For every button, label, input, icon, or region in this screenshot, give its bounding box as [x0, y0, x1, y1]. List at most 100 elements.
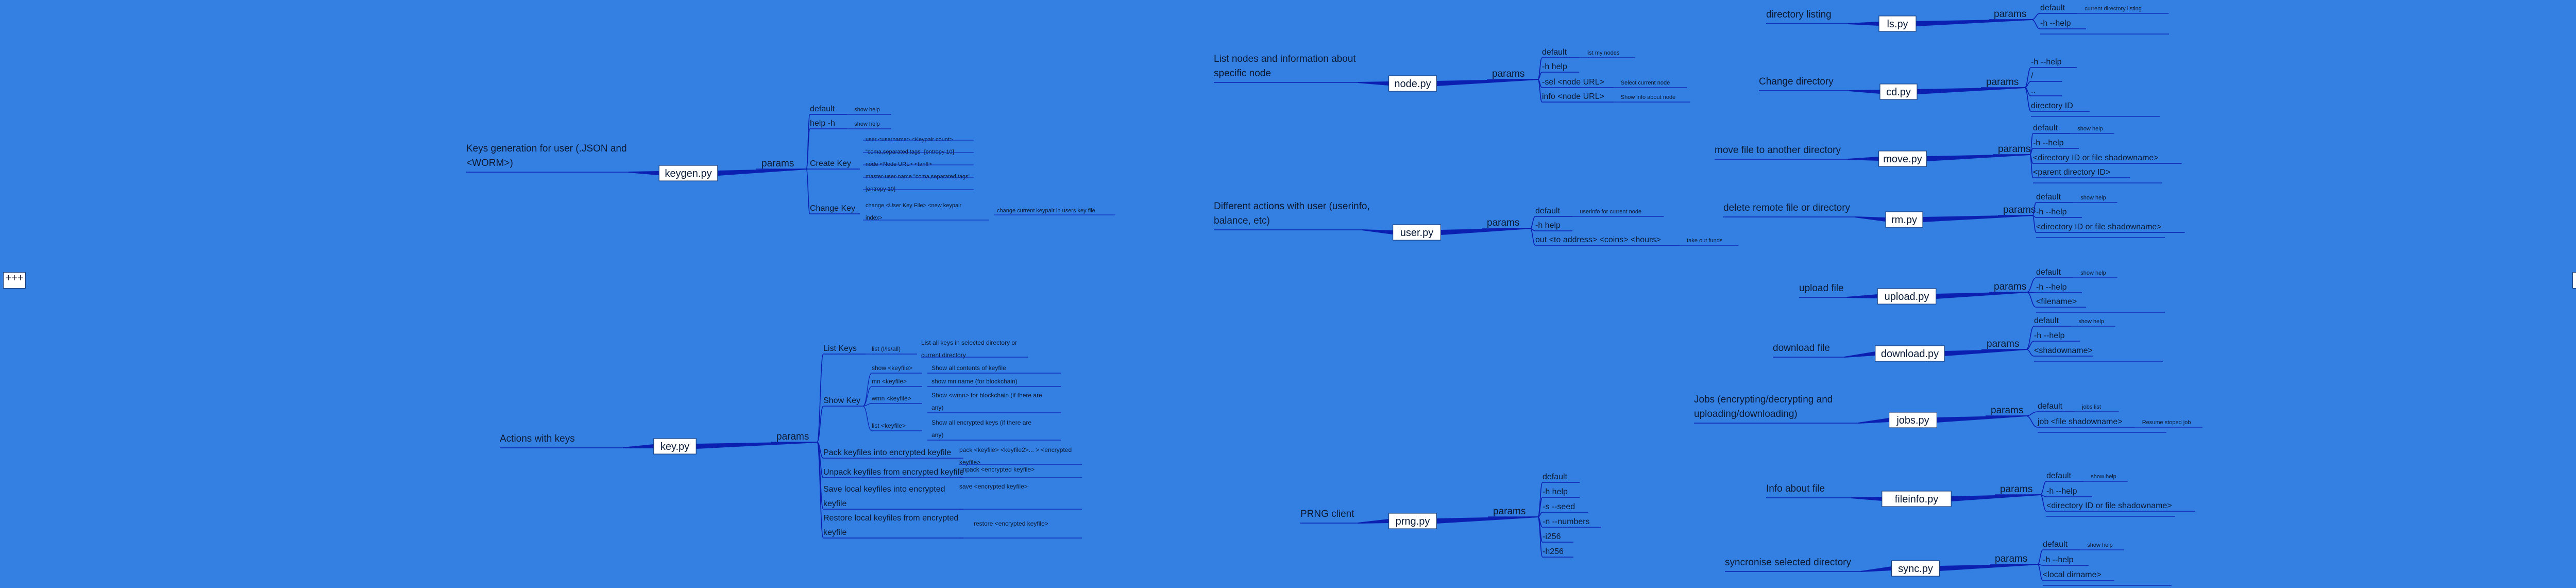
root-node-key[interactable]: key.py	[653, 438, 697, 455]
param-keygen[interactable]: Change Key	[810, 204, 855, 213]
param-cd[interactable]: -h --help	[2031, 58, 2062, 66]
param-fileinfo[interactable]: default	[2046, 472, 2072, 480]
param-fileinfo[interactable]: -h --help	[2046, 487, 2077, 496]
node-label[interactable]: upload.py	[1885, 291, 1929, 303]
param-download[interactable]: -h --help	[2034, 331, 2065, 340]
node-label[interactable]: key.py	[660, 441, 689, 452]
collapse-all-button[interactable]: ***	[2572, 272, 2576, 289]
param-sync[interactable]: -h --help	[2043, 556, 2074, 564]
param-prng[interactable]: -n --numbers	[1543, 517, 1590, 526]
param-upload[interactable]: -h --help	[2036, 283, 2067, 292]
key-item[interactable]: wmn <keyfile>	[871, 395, 911, 402]
param-ls[interactable]: default	[2040, 4, 2065, 12]
root-node-upload[interactable]: upload.py	[1877, 288, 1937, 305]
node-label[interactable]: prng.py	[1396, 516, 1430, 527]
param-node[interactable]: -sel <node URL>	[1542, 78, 1604, 87]
param-jobs[interactable]: default	[2038, 402, 2063, 411]
node-box[interactable]	[1885, 211, 1923, 228]
param-move[interactable]: -h --help	[2033, 139, 2064, 147]
node-box[interactable]	[1877, 288, 1937, 305]
param-prng[interactable]: default	[1543, 473, 1568, 481]
node-label[interactable]: ls.py	[1887, 19, 1908, 30]
root-node-download[interactable]: download.py	[1875, 345, 1945, 362]
param-keygen[interactable]: Create Key	[810, 159, 851, 168]
node-label[interactable]: fileinfo.py	[1895, 494, 1939, 505]
root-node-fileinfo[interactable]: fileinfo.py	[1882, 491, 1952, 507]
root-node-keygen[interactable]: keygen.py	[658, 165, 718, 181]
param-fileinfo[interactable]: <directory ID or file shadowname>	[2046, 501, 2172, 510]
node-label[interactable]: user.py	[1400, 227, 1433, 239]
node-description: uploading/downloading)	[1694, 409, 1798, 419]
node-box[interactable]	[1878, 15, 1917, 32]
param-move[interactable]: default	[2033, 124, 2058, 132]
root-node-user[interactable]: user.py	[1393, 224, 1442, 241]
node-box[interactable]	[1875, 345, 1945, 362]
branch-list-keys[interactable]: List Keys	[823, 344, 857, 353]
node-label[interactable]: keygen.py	[665, 168, 711, 179]
node-label[interactable]: download.py	[1881, 348, 1939, 360]
param-cd[interactable]: directory ID	[2031, 102, 2073, 110]
node-label[interactable]: node.py	[1394, 78, 1431, 90]
branch-connector	[717, 169, 806, 176]
param-cd[interactable]: /	[2031, 72, 2033, 80]
param-download[interactable]: default	[2034, 316, 2059, 325]
node-box[interactable]	[1878, 150, 1927, 167]
param-user[interactable]: -h help	[1535, 221, 1561, 230]
node-label[interactable]: sync.py	[1898, 563, 1933, 575]
param-upload[interactable]: default	[2036, 268, 2061, 277]
node-box[interactable]	[1879, 83, 1918, 100]
node-label[interactable]: cd.py	[1886, 87, 1911, 98]
param-cd[interactable]: ..	[2031, 86, 2036, 95]
param-node[interactable]: info <node URL>	[1542, 92, 1604, 101]
param-user[interactable]: out <to address> <coins> <hours>	[1535, 236, 1661, 244]
param-prng[interactable]: -i256	[1543, 532, 1561, 541]
param-keygen[interactable]: help -h	[810, 119, 835, 128]
root-node-sync[interactable]: sync.py	[1891, 560, 1940, 577]
param-prng[interactable]: -h help	[1543, 488, 1568, 496]
param-user[interactable]: default	[1535, 207, 1561, 215]
param-prng[interactable]: -s --seed	[1543, 502, 1575, 511]
node-box[interactable]	[1889, 412, 1938, 428]
param-node[interactable]: -h help	[1542, 62, 1567, 71]
root-node-prng[interactable]: prng.py	[1388, 513, 1437, 529]
root-node-rm[interactable]: rm.py	[1885, 211, 1923, 228]
params-label: params	[1994, 9, 2026, 20]
param-ls[interactable]: -h --help	[2040, 19, 2071, 28]
param-rm[interactable]: -h --help	[2036, 208, 2067, 216]
param-upload[interactable]: <filename>	[2036, 297, 2077, 306]
expand-all-button[interactable]: +++	[3, 272, 26, 289]
param-rm[interactable]: <directory ID or file shadowname>	[2036, 223, 2162, 231]
param-sync[interactable]: <local dirname>	[2043, 570, 2102, 579]
node-box[interactable]	[1882, 491, 1952, 507]
node-label[interactable]: jobs.py	[1896, 415, 1929, 426]
node-box[interactable]	[1388, 513, 1437, 529]
param-sync[interactable]: default	[2043, 540, 2068, 549]
node-box[interactable]	[653, 438, 697, 455]
key-item[interactable]: show <keyfile>	[872, 364, 912, 372]
key-item[interactable]: list <keyfile>	[872, 422, 906, 429]
node-box[interactable]	[1393, 224, 1442, 241]
param-rm[interactable]: default	[2036, 193, 2061, 201]
node-box[interactable]	[1891, 560, 1940, 577]
node-box[interactable]	[1388, 75, 1437, 92]
root-node-jobs[interactable]: jobs.py	[1889, 412, 1938, 428]
param-node[interactable]: default	[1542, 48, 1567, 57]
branch-connector	[696, 442, 817, 449]
param-move[interactable]: <parent directory ID>	[2033, 168, 2110, 177]
node-box[interactable]	[658, 165, 718, 181]
root-node-move[interactable]: move.py	[1878, 150, 1927, 167]
branch-show-key[interactable]: Show Key	[823, 396, 860, 405]
root-node-ls[interactable]: ls.py	[1878, 15, 1917, 32]
branch-connector	[1851, 497, 1882, 501]
param-prng[interactable]: -h256	[1543, 547, 1564, 556]
root-node-cd[interactable]: cd.py	[1879, 83, 1918, 100]
param-move[interactable]: <directory ID or file shadowname>	[2033, 154, 2159, 162]
root-node-node[interactable]: node.py	[1388, 75, 1437, 92]
param-keygen[interactable]: default	[810, 105, 835, 113]
key-item[interactable]: list (l/ls/all)	[872, 345, 901, 352]
param-jobs[interactable]: job <file shadowname>	[2037, 417, 2123, 426]
node-label[interactable]: move.py	[1883, 154, 1922, 165]
node-label[interactable]: rm.py	[1891, 214, 1917, 226]
param-download[interactable]: <shadowname>	[2034, 346, 2093, 355]
key-item[interactable]: mn <keyfile>	[872, 378, 907, 385]
